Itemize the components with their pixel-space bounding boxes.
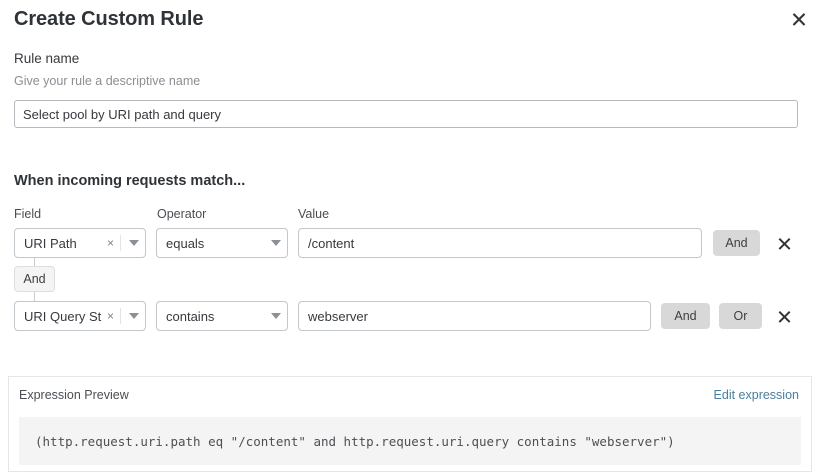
chevron-down-icon-operator-row-2[interactable]: [264, 313, 287, 319]
column-header-field: Field: [14, 207, 42, 221]
field-select-row-1[interactable]: URI Path ×: [14, 228, 146, 258]
operator-select-value-row-1: equals: [166, 235, 205, 251]
rule-name-label: Rule name: [14, 51, 80, 66]
operator-select-row-2[interactable]: contains: [156, 301, 288, 331]
connector-line-bottom: [34, 291, 35, 302]
field-select-row-2[interactable]: URI Query St... ×: [14, 301, 146, 331]
operator-select-value-row-2: contains: [166, 308, 215, 324]
select-divider-row-1: [120, 235, 121, 251]
expression-preview-panel: Expression Preview Edit expression (http…: [8, 376, 812, 472]
close-icon[interactable]: [788, 8, 810, 30]
value-input-row-1[interactable]: [298, 228, 702, 258]
field-select-value-row-1: URI Path: [24, 235, 77, 251]
connector-line-top: [34, 258, 35, 268]
field-select-value-row-2: URI Query St...: [24, 308, 102, 324]
value-input-row-2[interactable]: [298, 301, 651, 331]
column-header-operator: Operator: [157, 207, 207, 221]
chevron-down-icon-field-row-2[interactable]: [122, 313, 145, 319]
rule-name-description: Give your rule a descriptive name: [14, 74, 201, 88]
expression-preview-label: Expression Preview: [19, 388, 129, 402]
clear-icon-row-1[interactable]: ×: [106, 236, 114, 250]
select-divider-row-2: [120, 308, 121, 324]
operator-select-row-1[interactable]: equals: [156, 228, 288, 258]
remove-row-icon-row-1[interactable]: [776, 235, 792, 251]
and-button-row-1[interactable]: And: [713, 230, 760, 256]
logical-connector-and-chip[interactable]: And: [14, 266, 55, 292]
rule-name-input[interactable]: [14, 100, 798, 128]
and-button-row-2[interactable]: And: [661, 303, 710, 329]
page-title: Create Custom Rule: [14, 8, 204, 30]
remove-row-icon-row-2[interactable]: [776, 308, 792, 324]
edit-expression-link[interactable]: Edit expression: [713, 388, 799, 402]
column-header-value: Value: [298, 207, 330, 221]
chevron-down-icon-operator-row-1[interactable]: [264, 240, 287, 246]
clear-icon-row-2[interactable]: ×: [106, 309, 114, 323]
conditions-section-header: When incoming requests match...: [14, 173, 246, 189]
expression-code: (http.request.uri.path eq "/content" and…: [19, 417, 801, 465]
chevron-down-icon-field-row-1[interactable]: [122, 240, 145, 246]
or-button-row-2[interactable]: Or: [719, 303, 762, 329]
